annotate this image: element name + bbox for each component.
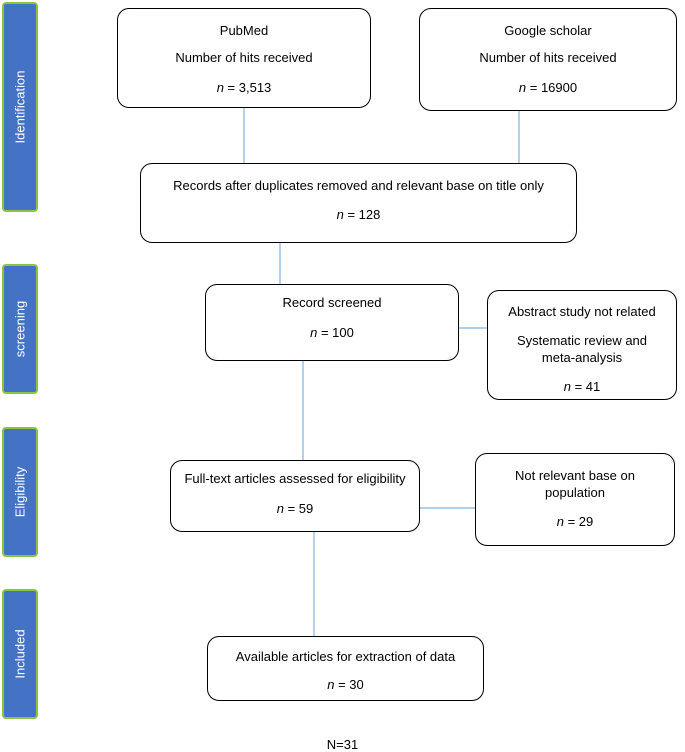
stage-included: Included xyxy=(2,589,38,719)
scholar-hits-label: Number of hits received xyxy=(479,50,617,65)
abstract-excluded-line2: Systematic review and xyxy=(516,333,648,348)
not-relevant-box: Not relevant base on population n = 29 xyxy=(475,453,675,546)
scholar-title: Google scholar xyxy=(504,23,592,38)
stage-screening: screening xyxy=(2,264,38,394)
fulltext-title: Full-text articles assessed for eligibil… xyxy=(184,471,406,486)
screened-title: Record screened xyxy=(282,295,382,310)
included-title: Available articles for extraction of dat… xyxy=(235,649,456,664)
dedup-count: n = 128 xyxy=(336,207,381,222)
included-count: n = 30 xyxy=(327,677,364,692)
pubmed-hits-label: Number of hits received xyxy=(175,50,313,65)
stage-identification: Identification xyxy=(2,2,38,212)
screened-box: Record screened n = 100 xyxy=(205,284,459,361)
included-box: Available articles for extraction of dat… xyxy=(207,636,484,701)
scholar-box: Google scholar Number of hits received n… xyxy=(419,8,677,111)
pubmed-count: n = 3,513 xyxy=(216,80,272,95)
fulltext-box: Full-text articles assessed for eligibil… xyxy=(170,460,420,532)
dedup-title: Records after duplicates removed and rel… xyxy=(173,178,544,193)
abstract-excluded-line3: meta-analysis xyxy=(541,350,623,365)
screened-count: n = 100 xyxy=(310,325,354,340)
scholar-count: n = 16900 xyxy=(518,80,578,95)
not-relevant-count: n = 29 xyxy=(556,514,594,529)
fulltext-count: n = 59 xyxy=(276,501,314,516)
not-relevant-line2: population xyxy=(545,485,605,500)
abstract-excluded-count: n = 41 xyxy=(563,379,601,394)
total-count-footer: N=31 xyxy=(326,737,359,752)
stage-eligibility: Eligibility xyxy=(2,427,38,557)
pubmed-box: PubMed Number of hits received n = 3,513 xyxy=(117,8,371,108)
pubmed-title: PubMed xyxy=(219,23,269,38)
abstract-excluded-line1: Abstract study not related xyxy=(508,304,656,319)
not-relevant-line1: Not relevant base on xyxy=(515,468,635,483)
abstract-excluded-box: Abstract study not related Systematic re… xyxy=(487,290,677,400)
dedup-box: Records after duplicates removed and rel… xyxy=(140,163,577,243)
